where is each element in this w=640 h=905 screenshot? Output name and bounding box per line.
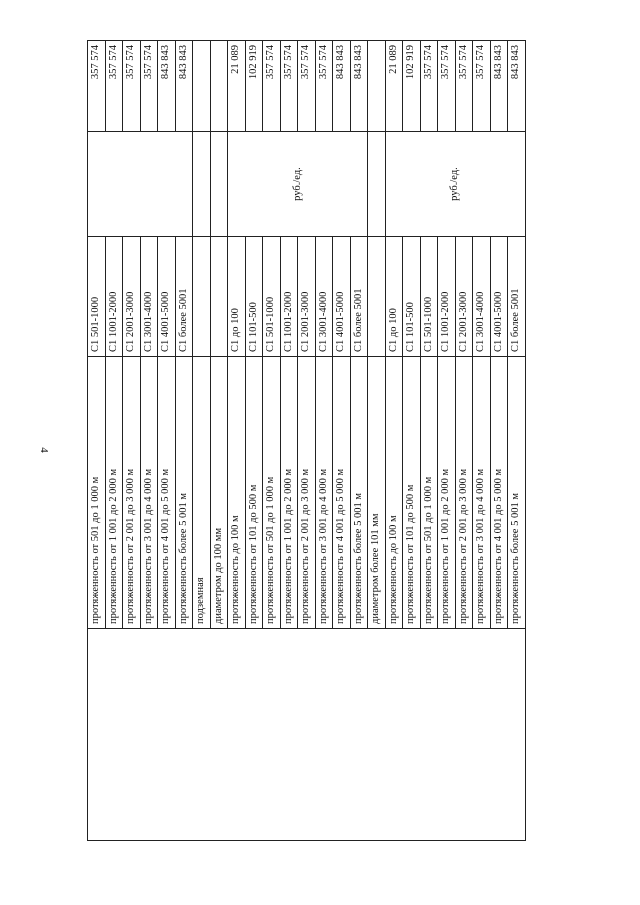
row-value-cell: 357 574 xyxy=(87,40,105,132)
row-name-cell: протяженность от 3 001 до 4 000 м xyxy=(472,356,490,629)
row-name-cell: диаметром более 101 мм xyxy=(367,356,385,629)
row-code-cell: С1 501-1000 xyxy=(262,236,280,357)
row-value-cell: 21 089 xyxy=(385,40,403,132)
row-code-cell: С1 3001-4000 xyxy=(472,236,490,357)
row-code-cell: С1 более 5001 xyxy=(350,236,368,357)
row-code-cell xyxy=(367,236,385,357)
row-name-cell: протяженность от 501 до 1 000 м xyxy=(420,356,438,629)
row-name-cell: протяженность от 2 001 до 3 000 м xyxy=(297,356,315,629)
row-value-cell xyxy=(210,40,228,132)
row-value-cell: 357 574 xyxy=(297,40,315,132)
row-value-cell: 102 919 xyxy=(245,40,263,132)
row-code-cell: С1 501-1000 xyxy=(87,236,105,357)
row-value-cell: 357 574 xyxy=(455,40,473,132)
row-name-cell: протяженность от 2 001 до 3 000 м xyxy=(455,356,473,629)
row-name-cell: протяженность от 1 001 до 2 000 м xyxy=(437,356,455,629)
row-name-cell: протяженность более 5 001 м xyxy=(350,356,368,629)
row-code-cell: С1 1001-2000 xyxy=(437,236,455,357)
row-code-cell: С1 до 100 xyxy=(385,236,403,357)
row-name-cell: протяженность от 101 до 500 м xyxy=(402,356,420,629)
row-code-cell: С1 2001-3000 xyxy=(297,236,315,357)
row-code-cell: С1 1001-2000 xyxy=(105,236,123,357)
row-value-cell xyxy=(192,40,210,132)
row-name-cell: протяженность от 3 001 до 4 000 м xyxy=(140,356,158,629)
row-value-cell: 357 574 xyxy=(420,40,438,132)
row-name-cell: протяженность от 2 001 до 3 000 м xyxy=(122,356,140,629)
row-value-cell: 357 574 xyxy=(437,40,455,132)
row-name-cell: протяженность от 101 до 500 м xyxy=(245,356,263,629)
row-code-cell: С1 4001-5000 xyxy=(490,236,508,357)
row-value-cell: 357 574 xyxy=(280,40,298,132)
row-value-cell xyxy=(367,40,385,132)
row-name-cell: протяженность от 501 до 1 000 м xyxy=(87,356,105,629)
row-value-cell: 843 843 xyxy=(157,40,175,132)
unit-cell: руб./ед. xyxy=(385,131,525,237)
row-code-cell: С1 101-500 xyxy=(402,236,420,357)
row-code-cell: С1 1001-2000 xyxy=(280,236,298,357)
row-value-cell: 357 574 xyxy=(315,40,333,132)
row-value-cell: 843 843 xyxy=(175,40,193,132)
row-value-cell: 843 843 xyxy=(490,40,508,132)
row-code-cell: С1 4001-5000 xyxy=(157,236,175,357)
row-code-cell: С1 2001-3000 xyxy=(455,236,473,357)
row-name-cell: протяженность от 1 001 до 2 000 м xyxy=(105,356,123,629)
row-code-cell xyxy=(210,236,228,357)
row-value-cell: 357 574 xyxy=(262,40,280,132)
row-name-cell: протяженность более 5 001 м xyxy=(507,356,525,629)
row-code-cell: С1 2001-3000 xyxy=(122,236,140,357)
row-name-cell: диаметром до 100 мм xyxy=(210,356,228,629)
row-code-cell: С1 3001-4000 xyxy=(315,236,333,357)
row-name-cell: протяженность от 4 001 до 5 000 м xyxy=(157,356,175,629)
row-value-cell: 843 843 xyxy=(350,40,368,132)
row-code-cell: С1 до 100 xyxy=(227,236,245,357)
row-name-cell: протяженность от 1 001 до 2 000 м xyxy=(280,356,298,629)
row-value-cell: 102 919 xyxy=(402,40,420,132)
row-code-cell: С1 101-500 xyxy=(245,236,263,357)
row-code-cell: С1 501-1000 xyxy=(420,236,438,357)
row-value-cell: 357 574 xyxy=(105,40,123,132)
row-code-cell: С1 более 5001 xyxy=(507,236,525,357)
row-name-cell: протяженность от 3 001 до 4 000 м xyxy=(315,356,333,629)
row-value-cell: 843 843 xyxy=(332,40,350,132)
row-name-cell: протяженность от 501 до 1 000 м xyxy=(262,356,280,629)
row-name-cell: протяженность более 5 001 м xyxy=(175,356,193,629)
blank-column-cell xyxy=(87,628,525,841)
row-name-cell: подземная xyxy=(192,356,210,629)
row-value-cell: 357 574 xyxy=(140,40,158,132)
row-code-cell: С1 3001-4000 xyxy=(140,236,158,357)
row-name-cell: протяженность до 100 м xyxy=(227,356,245,629)
row-value-cell: 843 843 xyxy=(507,40,525,132)
row-code-cell: С1 более 5001 xyxy=(175,236,193,357)
page-number: 4 xyxy=(38,447,50,453)
unit-cell xyxy=(192,131,210,237)
row-value-cell: 357 574 xyxy=(122,40,140,132)
unit-cell xyxy=(367,131,385,237)
row-name-cell: протяженность до 100 м xyxy=(385,356,403,629)
row-value-cell: 357 574 xyxy=(472,40,490,132)
unit-cell xyxy=(87,131,193,237)
row-name-cell: протяженность от 4 001 до 5 000 м xyxy=(490,356,508,629)
row-code-cell: С1 4001-5000 xyxy=(332,236,350,357)
row-value-cell: 21 089 xyxy=(227,40,245,132)
unit-cell xyxy=(210,131,228,237)
row-code-cell xyxy=(192,236,210,357)
unit-cell: руб./ед. xyxy=(227,131,368,237)
row-name-cell: протяженность от 4 001 до 5 000 м xyxy=(332,356,350,629)
